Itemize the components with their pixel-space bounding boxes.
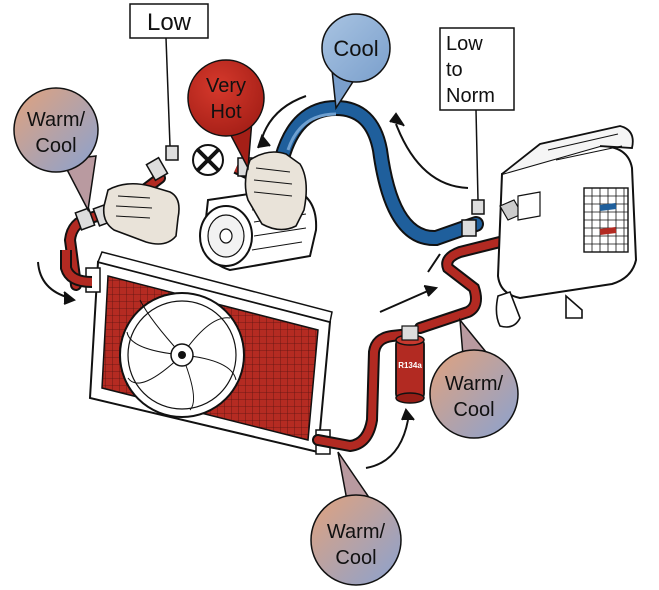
- callout-cool: Cool: [321, 13, 391, 111]
- label-low-to-norm-3: Norm: [446, 85, 495, 107]
- blocked-valve-icon: [192, 144, 224, 176]
- callout-warm-cool-bottom: Warm/ Cool: [310, 451, 402, 586]
- label-warm-cool-left-2: Cool: [35, 135, 76, 157]
- label-low-to-norm-2: to: [446, 59, 463, 81]
- hand-right-icon: [244, 151, 308, 231]
- label-cool: Cool: [333, 36, 378, 61]
- receiver-drier: R134a: [395, 325, 425, 404]
- label-very-hot-2: Hot: [210, 101, 242, 123]
- condenser: [85, 251, 333, 455]
- label-warm-cool-left-1: Warm/: [27, 109, 86, 131]
- label-low-to-norm-1: Low: [446, 33, 483, 55]
- hand-left-icon: [102, 182, 180, 245]
- callout-very-hot: Very Hot: [187, 59, 265, 171]
- evaporator-icon: [495, 125, 638, 328]
- condenser-fan: [119, 292, 245, 418]
- flow-arrows: [37, 95, 469, 469]
- callout-warm-cool-left: Warm/ Cool: [13, 87, 99, 213]
- callout-low-to-norm: Low to Norm: [439, 27, 515, 201]
- label-very-hot-1: Very: [206, 75, 246, 97]
- callout-low: Low: [129, 3, 209, 147]
- label-warm-cool-bottom-2: Cool: [335, 547, 376, 569]
- callout-warm-cool-right: Warm/ Cool: [429, 317, 519, 439]
- label-warm-cool-right-1: Warm/: [445, 373, 504, 395]
- label-low: Low: [147, 9, 192, 36]
- svg-text:R134a: R134a: [398, 361, 422, 370]
- label-warm-cool-right-2: Cool: [453, 399, 494, 421]
- ac-compressor-icon: [199, 186, 318, 272]
- label-warm-cool-bottom-1: Warm/: [327, 521, 386, 543]
